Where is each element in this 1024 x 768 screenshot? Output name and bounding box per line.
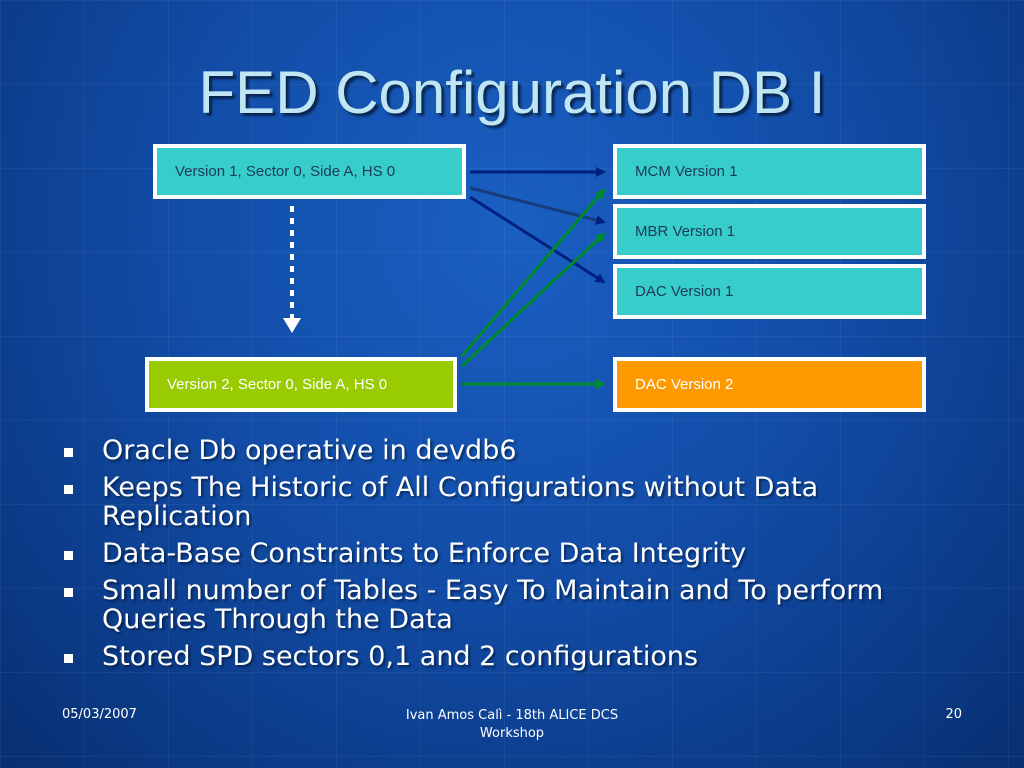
box-dac-version-1-label: DAC Version 1 — [635, 283, 734, 300]
box-mcm-version-1-label: MCM Version 1 — [635, 163, 738, 180]
bullet-square-icon — [64, 588, 73, 597]
bullet-text: Keeps The Historic of All Configurations… — [102, 472, 819, 532]
box-mbr-version-1-label: MBR Version 1 — [635, 223, 736, 240]
bullet-square-icon — [64, 485, 73, 494]
box-version-1-label: Version 1, Sector 0, Side A, HS 0 — [175, 163, 396, 180]
bullet-item: Stored SPD sectors 0,1 and 2 configurati… — [62, 642, 962, 671]
arrow-v1-to-v2-head — [283, 318, 301, 333]
bullet-item: Keeps The Historic of All Configurations… — [62, 473, 962, 531]
bullet-item: Data-Base Constraints to Enforce Data In… — [62, 539, 962, 568]
box-version-2: Version 2, Sector 0, Side A, HS 0 — [145, 357, 457, 412]
bullet-list: Oracle Db operative in devdb6 Keeps The … — [62, 436, 962, 679]
bullet-text: Data-Base Constraints to Enforce Data In… — [102, 538, 747, 569]
footer-page-number: 20 — [945, 707, 962, 722]
bullet-square-icon — [64, 654, 73, 663]
bullet-square-icon — [64, 448, 73, 457]
footer-author: Ivan Amos Calì - 18th ALICE DCS Workshop — [405, 708, 619, 741]
box-dac-version-1: DAC Version 1 — [613, 264, 926, 319]
arrow-v2-to-mcm1 — [460, 188, 606, 357]
bullet-square-icon — [64, 551, 73, 560]
bullet-text: Small number of Tables - Easy To Maintai… — [102, 575, 884, 635]
slide-title: FED Configuration DB I — [198, 59, 826, 126]
box-mbr-version-1: MBR Version 1 — [613, 204, 926, 259]
bullet-item: Small number of Tables - Easy To Maintai… — [62, 576, 962, 634]
box-mcm-version-1: MCM Version 1 — [613, 144, 926, 199]
arrow-v1-to-mbr1 — [469, 186, 606, 225]
bullet-item: Oracle Db operative in devdb6 — [62, 436, 962, 465]
arrow-v1-to-dac1 — [469, 195, 606, 284]
footer-date: 05/03/2007 — [62, 707, 137, 722]
box-dac-version-2-label: DAC Version 2 — [635, 376, 734, 393]
bullet-text: Oracle Db operative in devdb6 — [102, 435, 517, 466]
box-dac-version-2: DAC Version 2 — [613, 357, 926, 412]
bullet-text: Stored SPD sectors 0,1 and 2 configurati… — [102, 641, 699, 672]
box-version-1: Version 1, Sector 0, Side A, HS 0 — [153, 144, 466, 199]
box-version-2-label: Version 2, Sector 0, Side A, HS 0 — [167, 376, 388, 393]
arrow-v2-to-mbr1 — [460, 232, 606, 368]
